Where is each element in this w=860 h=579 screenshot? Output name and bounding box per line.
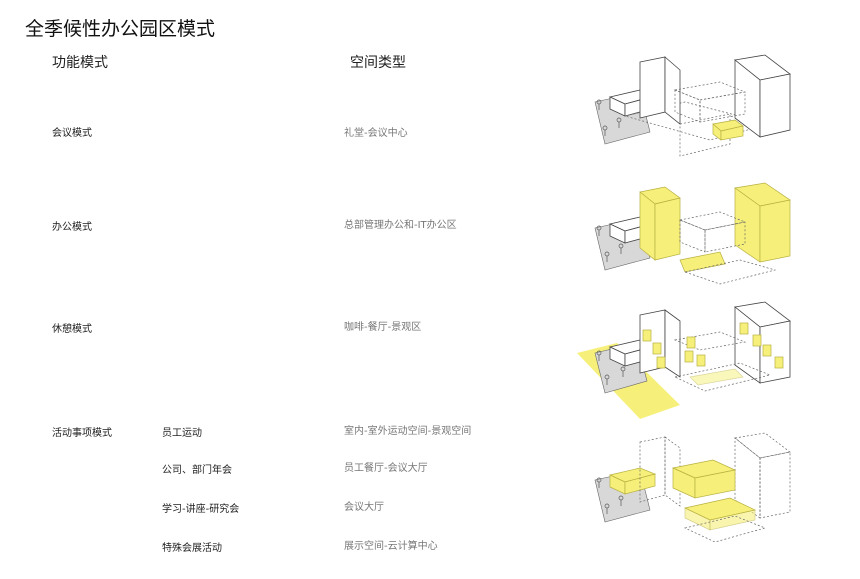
office-mode-diagram — [594, 182, 791, 285]
space-label: 总部管理办公和-IT办公区 — [344, 220, 457, 231]
sub-mode-label: 特殊会展活动 — [162, 543, 222, 554]
space-label: 会议大厅 — [344, 502, 384, 513]
page-title: 全季候性办公园区模式 — [25, 18, 216, 40]
space-label: 员工餐厅-会议大厅 — [344, 463, 428, 474]
leisure-mode-diagram — [577, 301, 791, 419]
mode-label: 休憩模式 — [52, 324, 92, 335]
column-header-space: 空间类型 — [350, 55, 406, 71]
conference-mode-diagram — [594, 54, 791, 157]
sub-mode-label: 学习-讲座-研究会 — [162, 504, 240, 515]
sub-mode-label: 员工运动 — [162, 428, 202, 439]
space-label: 室内-室外运动空间-景观空间 — [344, 426, 472, 437]
space-label: 展示空间-云计算中心 — [344, 541, 438, 552]
column-header-mode: 功能模式 — [52, 55, 108, 71]
sub-mode-label: 公司、部门年会 — [162, 465, 232, 476]
mode-label: 办公模式 — [52, 222, 92, 233]
event-mode-diagram — [594, 432, 791, 543]
space-label: 礼堂-会议中心 — [344, 128, 408, 139]
mode-label: 活动事项模式 — [52, 428, 112, 439]
space-label: 咖啡-餐厅-景观区 — [344, 322, 422, 333]
mode-label: 会议模式 — [52, 128, 92, 139]
